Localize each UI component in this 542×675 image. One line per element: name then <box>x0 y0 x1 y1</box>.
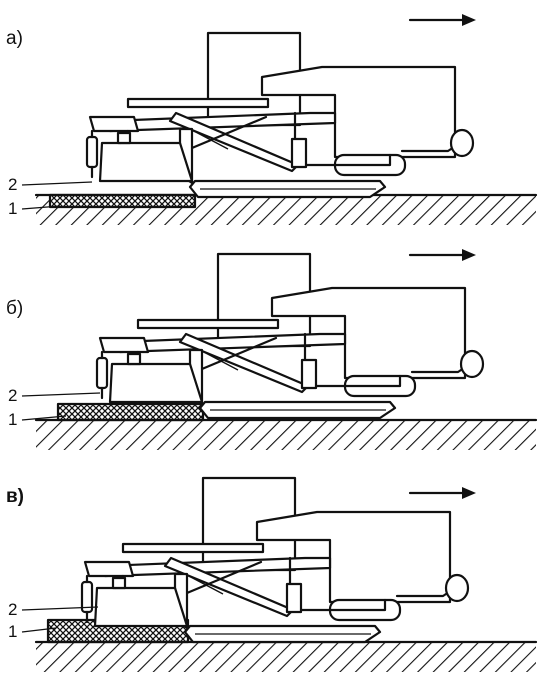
paver-machine <box>85 31 475 199</box>
panel-label-c: в) <box>6 486 24 507</box>
panel-label-a: а) <box>6 28 23 49</box>
paver-machine <box>80 476 470 644</box>
panel-a: а) 2 1 <box>6 14 538 225</box>
callout-screed-b: 2 <box>8 386 17 405</box>
ground-base <box>34 418 538 450</box>
callout-layer-b: 1 <box>8 410 17 429</box>
direction-arrow-icon <box>408 14 476 26</box>
direction-arrow-icon <box>408 487 476 499</box>
asphalt-layer <box>48 193 197 209</box>
panel-label-b: б) <box>6 298 23 319</box>
callout-screed-c: 2 <box>8 600 17 619</box>
direction-arrow-icon <box>408 249 476 261</box>
callout-layer-a: 1 <box>8 199 17 218</box>
callout-layer-c: 1 <box>8 622 17 641</box>
panel-c: в) 2 1 <box>6 476 538 672</box>
panel-b: б) 2 1 <box>6 249 538 450</box>
paver-machine <box>95 252 485 420</box>
asphalt-layer <box>56 402 205 422</box>
ground-base <box>34 640 538 672</box>
callout-screed-a: 2 <box>8 175 17 194</box>
